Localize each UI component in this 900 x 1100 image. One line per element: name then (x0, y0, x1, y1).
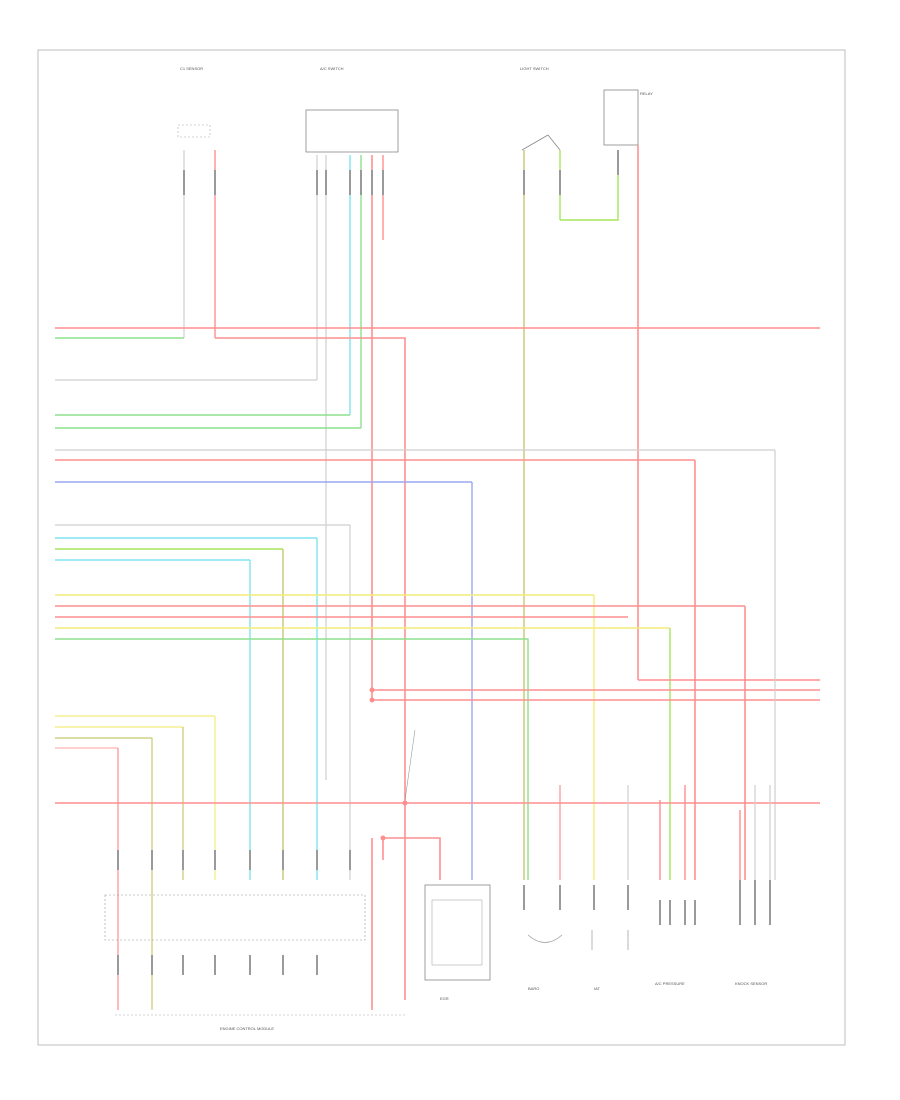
splice-dots (369, 687, 408, 841)
right-pins (523, 880, 771, 925)
component-knock-sensor: KNOCK SENSOR (735, 981, 767, 986)
top-component-ac-switch: A/C SWITCH (305, 66, 399, 153)
svg-text:KNOCK SENSOR: KNOCK SENSOR (735, 981, 767, 986)
component-ecm: ENGINE CONTROL MODULE (104, 894, 366, 1031)
svg-text:A/C SWITCH: A/C SWITCH (320, 66, 344, 71)
component-ac-pressure: A/C PRESSURE (655, 981, 685, 986)
svg-text:LIGHT SWITCH: LIGHT SWITCH (520, 66, 549, 71)
svg-text:RELAY: RELAY (640, 91, 653, 96)
top-component-relay: RELAY (603, 89, 653, 146)
component-iat: IAT (591, 930, 629, 991)
svg-text:EGR: EGR (440, 996, 449, 1001)
ecm-pins-lower (117, 955, 318, 975)
top-component-light-switch: LIGHT SWITCH (520, 66, 561, 151)
component-baro: BARO (527, 934, 563, 991)
svg-text:BARO: BARO (528, 986, 539, 991)
ecm-pins (117, 850, 351, 870)
top-pins (183, 150, 619, 195)
svg-text:IAT: IAT (594, 986, 600, 991)
diagram-border (37, 49, 846, 1046)
top-component-c1-sensor: C1 SENSOR (177, 66, 211, 138)
svg-text:ENGINE CONTROL MODULE: ENGINE CONTROL MODULE (220, 1026, 274, 1031)
svg-text:A/C PRESSURE: A/C PRESSURE (655, 981, 685, 986)
svg-text:C1 SENSOR: C1 SENSOR (180, 66, 203, 71)
component-egr: EGR (424, 884, 491, 1001)
